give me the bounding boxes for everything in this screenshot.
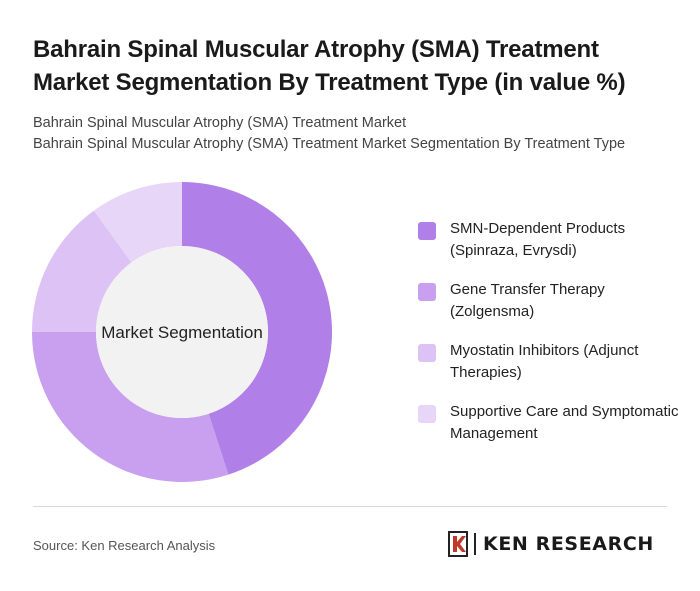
donut-center-label: Market Segmentation bbox=[101, 323, 263, 342]
legend-label: Gene Transfer Therapy (Zolgensma) bbox=[450, 281, 605, 320]
donut-slice-3 bbox=[32, 210, 132, 332]
chart-legend: SMN-Dependent Products (Spinraza, Evrysd… bbox=[418, 218, 688, 462]
logo-text: KEN RESEARCH bbox=[483, 533, 654, 555]
logo-separator bbox=[474, 533, 476, 555]
chart-area: Market Segmentation SMN-Dependent Produc… bbox=[0, 170, 700, 500]
legend-item-3: Myostatin Inhibitors (Adjunct Therapies) bbox=[418, 340, 688, 384]
legend-swatch bbox=[418, 344, 436, 362]
legend-swatch bbox=[418, 405, 436, 423]
donut-chart: Market Segmentation bbox=[32, 182, 332, 482]
subtitle-line-1: Bahrain Spinal Muscular Atrophy (SMA) Tr… bbox=[33, 115, 407, 131]
legend-label: Myostatin Inhibitors (Adjunct Therapies) bbox=[450, 342, 639, 381]
donut-center bbox=[96, 246, 268, 418]
legend-item-2: Gene Transfer Therapy (Zolgensma) bbox=[418, 279, 688, 323]
ken-research-logo: KEN RESEARCH bbox=[448, 530, 654, 558]
legend-label: Supportive Care and Symptomatic Manageme… bbox=[450, 403, 679, 442]
subtitle-line-2: Bahrain Spinal Muscular Atrophy (SMA) Tr… bbox=[33, 136, 626, 152]
legend-swatch bbox=[418, 222, 436, 240]
chart-subtitle: Bahrain Spinal Muscular Atrophy (SMA) Tr… bbox=[33, 113, 683, 155]
chart-title: Bahrain Spinal Muscular Atrophy (SMA) Tr… bbox=[33, 36, 626, 96]
donut-slice-2 bbox=[32, 332, 229, 482]
ken-research-logo-icon bbox=[448, 531, 468, 557]
legend-swatch bbox=[418, 283, 436, 301]
legend-item-4: Supportive Care and Symptomatic Manageme… bbox=[418, 401, 688, 445]
donut-slice-1 bbox=[182, 182, 332, 475]
source-note: Source: Ken Research Analysis bbox=[33, 538, 216, 553]
donut-slice-4 bbox=[93, 182, 182, 263]
footer-divider bbox=[33, 506, 667, 507]
legend-item-1: SMN-Dependent Products (Spinraza, Evrysd… bbox=[418, 218, 688, 262]
legend-label: SMN-Dependent Products (Spinraza, Evrysd… bbox=[450, 220, 626, 259]
